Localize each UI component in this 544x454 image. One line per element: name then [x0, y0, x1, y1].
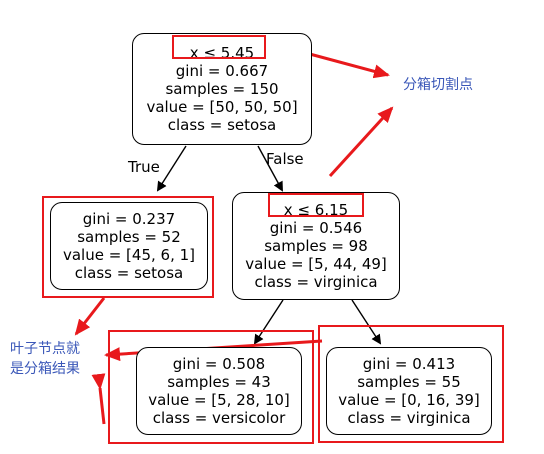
leaf-node-virginica: gini = 0.413 samples = 55 value = [0, 16… [326, 347, 492, 435]
right-gini: gini = 0.546 [269, 219, 363, 237]
leaf-virginica-value: value = [0, 16, 39] [338, 391, 480, 409]
leaf-versicolor-value: value = [5, 28, 10] [148, 391, 290, 409]
root-value: value = [50, 50, 50] [146, 98, 298, 116]
edge-label-true: True [128, 158, 160, 176]
root-gini: gini = 0.667 [175, 62, 269, 80]
arrow-result-label-to-versicolor [91, 373, 106, 425]
internal-node-right: x ≤ 6.15 gini = 0.546 samples = 98 value… [232, 192, 400, 300]
annotation-leaf-result-line1: 叶子节点就 [10, 341, 80, 357]
edge-right-to-versicolor [253, 299, 284, 345]
root-samples: samples = 150 [165, 80, 279, 98]
edge-right-to-virginica [351, 299, 382, 345]
leaf-node-setosa: gini = 0.237 samples = 52 value = [45, 6… [50, 202, 208, 290]
root-class: class = setosa [167, 116, 277, 134]
leaf-setosa-samples: samples = 52 [77, 228, 181, 246]
arrow-right-split-to-cut-label [328, 106, 394, 178]
annotation-leaf-result-line2: 是分箱结果 [10, 361, 80, 377]
right-split-highlight [268, 193, 364, 217]
leaf-versicolor-class: class = versicolor [152, 409, 286, 427]
leaf-virginica-samples: samples = 55 [357, 373, 461, 391]
leaf-virginica-gini: gini = 0.413 [362, 355, 456, 373]
leaf-versicolor-highlight [108, 330, 314, 444]
leaf-setosa-value: value = [45, 6, 1] [62, 246, 196, 264]
leaf-setosa-class: class = setosa [74, 264, 184, 282]
root-node: x ≤ 5.45 gini = 0.667 samples = 150 valu… [132, 33, 312, 145]
arrow-left-leaf-to-result-label [74, 297, 106, 336]
right-samples: samples = 98 [264, 237, 368, 255]
leaf-setosa-highlight [42, 196, 214, 298]
leaf-node-versicolor: gini = 0.508 samples = 43 value = [5, 28… [136, 347, 302, 435]
leaf-setosa-gini: gini = 0.237 [82, 210, 176, 228]
leaf-versicolor-gini: gini = 0.508 [172, 355, 266, 373]
annotation-cut-point: 分箱切割点 [403, 77, 473, 93]
leaf-virginica-class: class = virginica [347, 409, 471, 427]
leaf-versicolor-samples: samples = 43 [167, 373, 271, 391]
right-split: x ≤ 6.15 [283, 201, 349, 219]
leaf-virginica-highlight [318, 325, 504, 443]
root-split-highlight [172, 35, 266, 59]
right-class: class = virginica [254, 273, 378, 291]
edge-root-to-right [257, 145, 283, 192]
edge-label-false: False [266, 150, 304, 168]
edge-root-to-left [156, 145, 187, 192]
right-value: value = [5, 44, 49] [245, 255, 387, 273]
